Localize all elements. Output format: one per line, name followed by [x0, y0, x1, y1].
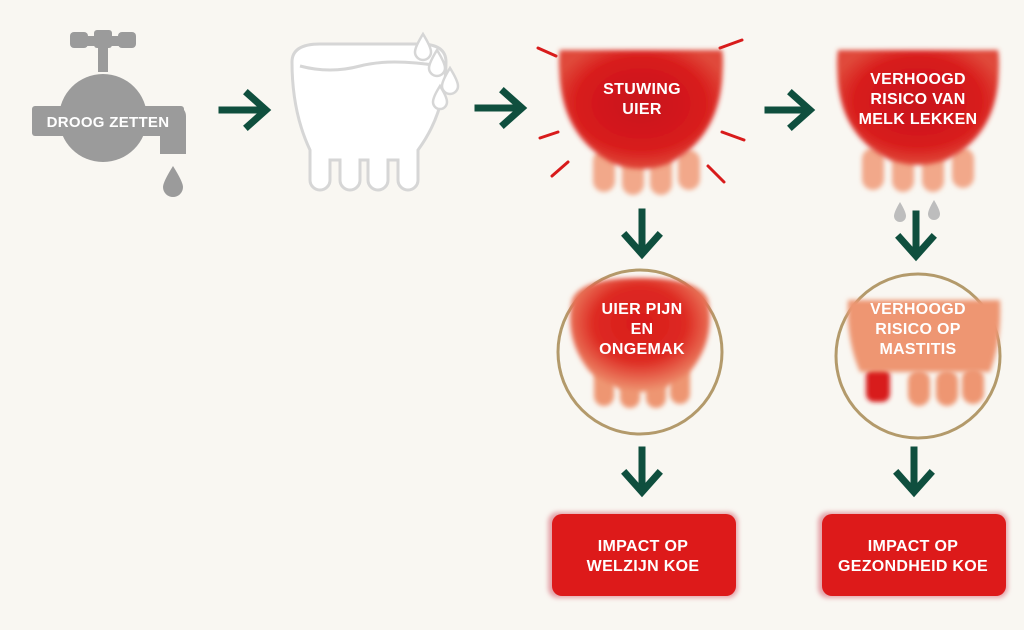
- pijn-label-2: EN: [631, 321, 654, 338]
- arrow-icon: [764, 89, 816, 131]
- swollen-udder: [536, 38, 746, 195]
- arrow-icon: [893, 446, 935, 498]
- risico-lek-label-1: VERHOOGD: [870, 71, 966, 88]
- impact-welzijn-box: [548, 512, 738, 598]
- leaking-udder: [837, 50, 999, 192]
- arrow-icon: [895, 210, 937, 262]
- welzijn-label-1: IMPACT OP: [598, 538, 688, 555]
- gezondheid-label-2: GEZONDHEID KOE: [838, 558, 988, 575]
- milk-drop-icon: [163, 166, 183, 197]
- mastitis-udder: [834, 272, 1002, 440]
- arrow-icon: [621, 208, 663, 260]
- arrow-icon: [218, 89, 272, 131]
- stuwing-label-2: UIER: [622, 101, 662, 118]
- water-tap-icon: [32, 30, 186, 197]
- risico-lek-label-3: MELK LEKKEN: [859, 111, 978, 128]
- gezondheid-label-1: IMPACT OP: [868, 538, 958, 555]
- stuwing-label-1: STUWING: [603, 81, 681, 98]
- mastitis-label-2: RISICO OP: [875, 321, 960, 338]
- risico-lek-label-2: RISICO VAN: [870, 91, 965, 108]
- milk-drop-icon: [894, 200, 940, 222]
- tap-label: DROOG ZETTEN: [47, 114, 170, 131]
- udder-icon: [290, 42, 448, 192]
- mastitis-label-1: VERHOOGD: [870, 301, 966, 318]
- impact-gezondheid-box: [818, 512, 1008, 598]
- welzijn-label-2: WELZIJN KOE: [587, 558, 700, 575]
- pain-udder: [556, 268, 724, 436]
- mastitis-label-3: MASTITIS: [879, 341, 956, 358]
- pijn-label-3: ONGEMAK: [599, 341, 685, 358]
- arrow-icon: [621, 446, 663, 498]
- arrow-icon: [474, 87, 528, 129]
- milk-drop-icon: [413, 31, 460, 111]
- pijn-label-1: UIER PIJN: [602, 301, 683, 318]
